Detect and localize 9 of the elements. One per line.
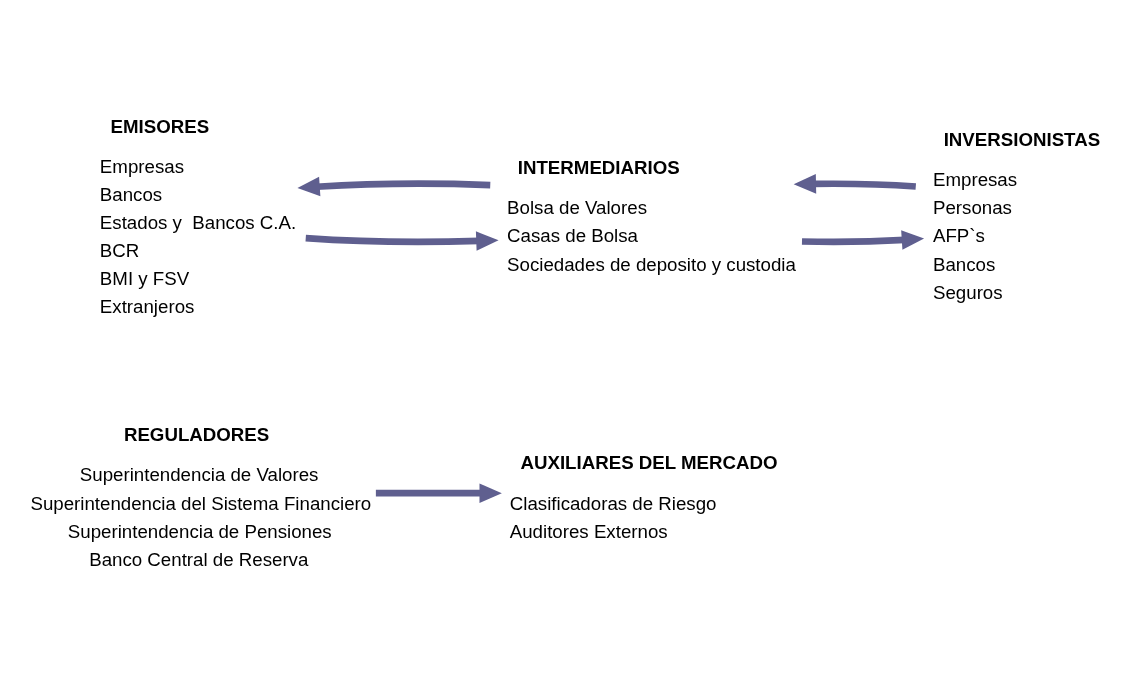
- arrow: [801, 229, 925, 250]
- node-text: EMISORES Empresas Bancos Estados y Bancos C.A. BCR BMI y FSV Extranjeros: [99, 115, 297, 317]
- node-text: INTERMEDIARIOS Bolsa de Valores Casas de Bolsa Sociedades de deposito y custodia: [507, 156, 796, 275]
- arrow: [375, 482, 502, 503]
- node-text: REGULADORES Superintendencia de Valores Superintendencia del Sistema Financiero Superintendencia de Pensiones Banco Central de Reserva: [30, 423, 372, 570]
- arrow: [305, 230, 499, 251]
- node-text: AUXILIARES DEL MERCADO Clasificadoras de Riesgo Auditores Externos: [509, 451, 778, 542]
- node-text: INVERSIONISTAS Empresas Personas AFP`s Bancos Seguros: [932, 128, 1101, 303]
- arrow: [297, 176, 491, 196]
